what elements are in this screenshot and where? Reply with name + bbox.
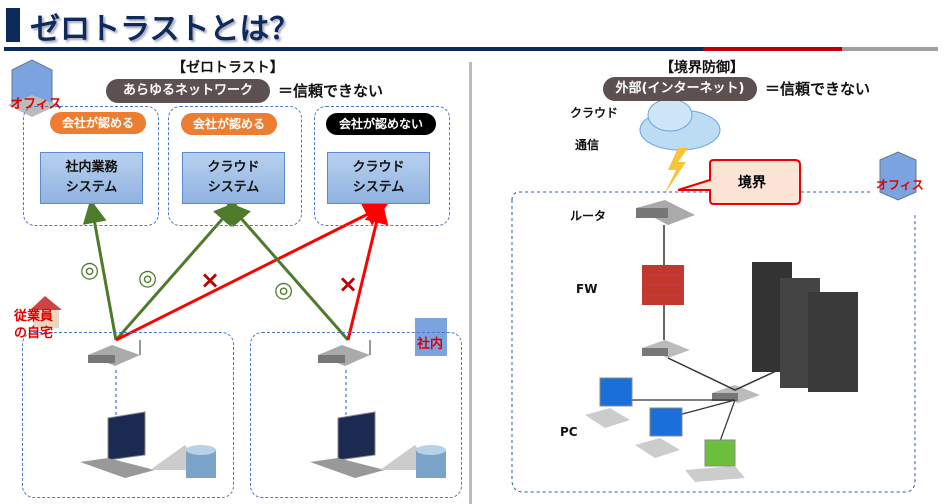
communication-label: 通信 <box>575 138 600 152</box>
cloud-system-approved: クラウドシステム <box>182 152 285 204</box>
cloud-icon <box>639 98 721 151</box>
ok-mark: ◎ <box>80 258 100 283</box>
inhouse-building-icon <box>415 318 447 356</box>
internal-system: 社内業務システム <box>40 152 143 204</box>
firewall-icon <box>642 265 684 305</box>
router-icon <box>318 340 371 366</box>
laptop-icon <box>310 411 385 478</box>
switch-icon <box>642 340 690 358</box>
pc-icon <box>585 377 633 428</box>
office-label: オフィス <box>876 178 924 192</box>
zone-office <box>250 332 462 498</box>
arrow-office-unapproved <box>346 199 389 341</box>
rule-gray <box>842 47 938 51</box>
home-house-icon <box>30 296 62 328</box>
laptop-icon <box>685 439 745 482</box>
rule-navy <box>4 47 704 51</box>
untrusted-label: ＝信頼できない <box>278 82 384 100</box>
pc-icon <box>635 407 683 458</box>
pc-label: PC <box>560 425 578 439</box>
database-icon <box>380 445 446 478</box>
router-icon <box>636 200 695 225</box>
office-building-icon <box>879 151 917 201</box>
arrow-home-internal <box>82 199 118 341</box>
zone-cloud-approved <box>168 106 302 226</box>
title-accent <box>6 8 20 42</box>
untrusted-label: ＝信頼できない <box>765 80 871 98</box>
router-label: ルータ <box>570 209 607 223</box>
ok-mark: ◎ <box>274 278 294 303</box>
cloud-label: クラウド <box>570 106 619 120</box>
ng-mark: × <box>200 266 221 294</box>
zone-cloud-unapproved <box>314 106 450 226</box>
rule-red <box>703 47 843 51</box>
approved-badge: 会社が認める <box>181 113 277 135</box>
office-label: オフィス <box>10 97 62 112</box>
inhouse-label: 社内 <box>417 337 444 352</box>
approved-badge: 会社が認める <box>50 112 146 134</box>
arrow-home-unapproved <box>115 203 389 342</box>
page-title: ゼロトラストとは？ <box>30 12 300 47</box>
boundary-callout <box>677 159 801 205</box>
boundary-label: 境界 <box>738 175 766 191</box>
zone-home <box>22 332 234 498</box>
switch-icon <box>712 385 760 403</box>
fw-label: FW <box>576 282 598 296</box>
ng-mark: × <box>338 270 359 298</box>
home-label: 従業員の自宅 <box>14 309 54 341</box>
internet-pill: 外部(インターネット) <box>603 77 757 101</box>
arrow-office-cloud <box>226 201 350 341</box>
zerotrust-heading: 【ゼロトラスト】 <box>172 60 284 76</box>
zone-internal <box>23 106 159 226</box>
divider <box>469 62 472 504</box>
database-icon <box>150 445 216 478</box>
server-rack-icon <box>752 262 858 392</box>
network-pill: あらゆるネットワーク <box>106 79 270 103</box>
perimeter-heading: 【境界防御】 <box>660 60 744 76</box>
lightning-icon <box>664 148 688 195</box>
arrow-home-cloud <box>114 201 238 341</box>
router-icon <box>88 340 141 366</box>
cloud-system-unapproved: クラウドシステム <box>327 152 430 204</box>
ok-mark: ◎ <box>138 266 158 291</box>
unapproved-badge: 会社が認めない <box>326 113 436 135</box>
laptop-icon <box>80 411 155 478</box>
